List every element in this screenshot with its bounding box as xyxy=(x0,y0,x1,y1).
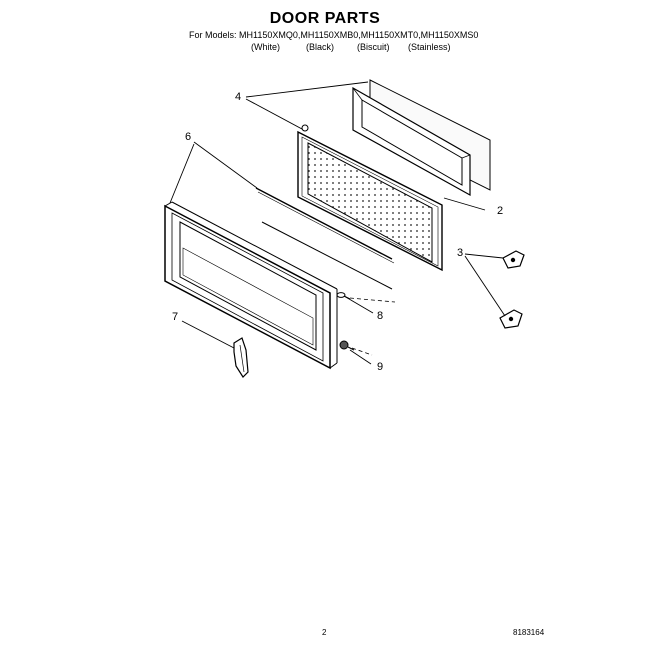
door-screws xyxy=(336,292,355,351)
callout-9: 9 xyxy=(377,361,384,373)
door-handle xyxy=(233,337,249,378)
color-black: (Black) xyxy=(306,42,335,52)
callout-6: 6 xyxy=(185,131,192,143)
leader-lines xyxy=(169,81,506,365)
color-white: (White) xyxy=(251,42,280,52)
color-stainless: (Stainless) xyxy=(408,42,451,52)
outer-door-frame xyxy=(164,201,338,370)
inner-door-screen xyxy=(297,124,443,272)
door-latch-hooks xyxy=(499,250,525,329)
document-number: 8183164 xyxy=(513,628,545,637)
page-title: DOOR PARTS xyxy=(269,10,381,27)
color-biscuit: (Biscuit) xyxy=(357,42,390,52)
callout-7: 7 xyxy=(172,311,179,323)
color-variants: (White) (Black) (Biscuit) (Stainless) xyxy=(0,42,650,54)
alignment-lines xyxy=(349,297,396,356)
models-line: For Models: MH1150XMQ0,MH1150XMB0,MH1150… xyxy=(189,30,479,40)
door-window-strips xyxy=(255,187,395,290)
door-shield-panel xyxy=(352,79,491,197)
callout-8: 8 xyxy=(377,310,384,322)
callout-3: 3 xyxy=(457,247,464,259)
callout-4: 4 xyxy=(235,91,242,103)
callout-2: 2 xyxy=(497,205,504,217)
page-number: 2 xyxy=(322,628,327,637)
